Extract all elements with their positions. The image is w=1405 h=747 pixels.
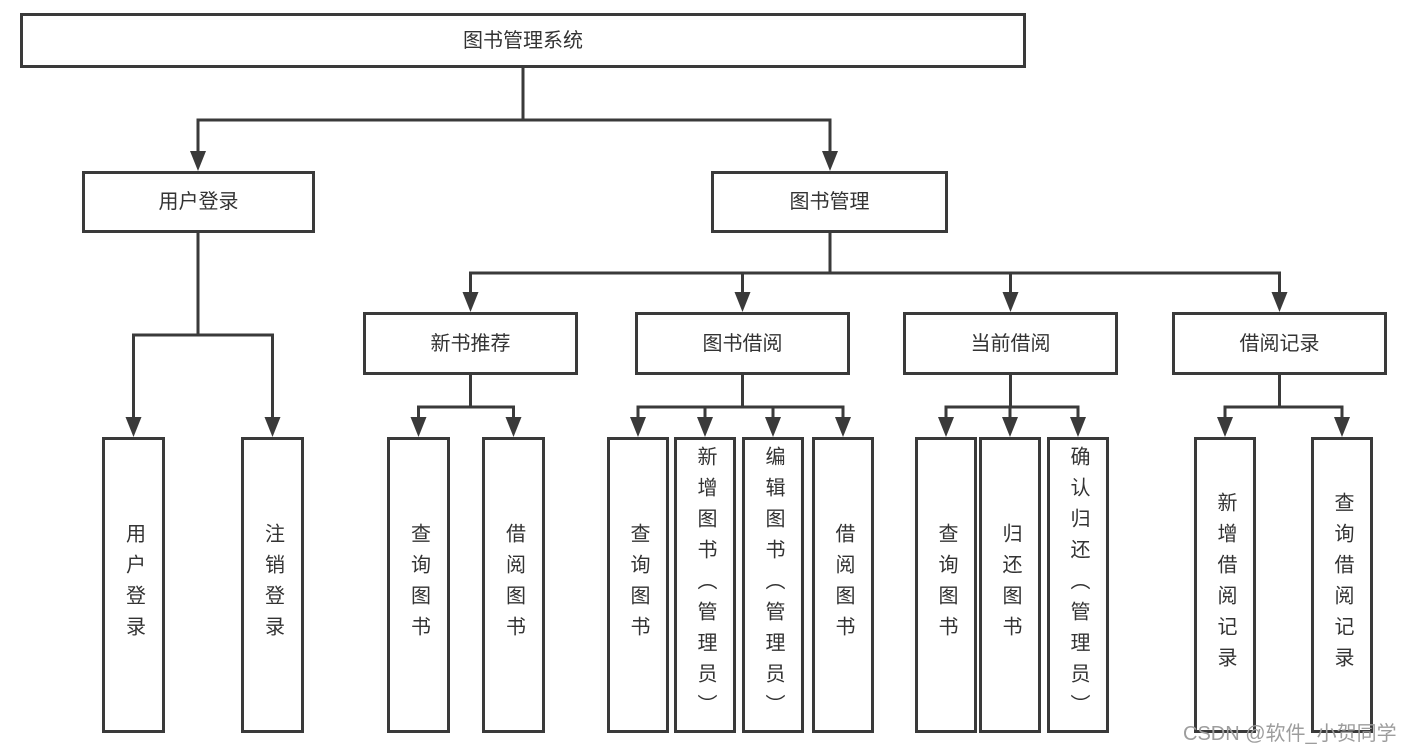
node-label: 编辑图书（管理员） xyxy=(762,445,784,725)
node-label: 查询图书 xyxy=(407,523,430,647)
node-label: 借阅图书 xyxy=(502,523,525,647)
node-leaf-user-login: 用户登录 xyxy=(102,437,165,733)
node-leaf-borrow-books: 借阅图书 xyxy=(482,437,545,733)
node-label: 借阅图书 xyxy=(832,523,854,647)
node-label: 图书管理系统 xyxy=(463,29,583,52)
node-new-book-recommend: 新书推荐 xyxy=(363,312,578,375)
node-leaf-add-borrow-record: 新增借阅记录 xyxy=(1194,437,1256,733)
node-leaf-query-books: 查询图书 xyxy=(387,437,450,733)
node-label: 归还图书 xyxy=(999,523,1021,647)
node-label: 新增借阅记录 xyxy=(1214,492,1236,678)
node-label: 用户登录 xyxy=(158,191,239,213)
node-leaf-confirm-return-admin: 确认归还（管理员） xyxy=(1047,437,1109,733)
node-book-borrowing: 图书借阅 xyxy=(635,312,850,375)
node-leaf-add-books-admin: 新增图书（管理员） xyxy=(674,437,736,733)
node-user-login: 用户登录 xyxy=(82,171,315,233)
node-label: 图书借阅 xyxy=(702,332,783,355)
node-label: 查询图书 xyxy=(935,523,957,647)
node-leaf-logout: 注销登录 xyxy=(241,437,304,733)
node-library-management-system: 图书管理系统 xyxy=(20,13,1026,68)
node-label: 查询图书 xyxy=(627,523,649,647)
node-current-borrowing: 当前借阅 xyxy=(903,312,1118,375)
node-leaf-query-books: 查询图书 xyxy=(915,437,977,733)
node-label: 新书推荐 xyxy=(430,332,511,355)
node-label: 注销登录 xyxy=(261,523,284,647)
node-leaf-borrow-books: 借阅图书 xyxy=(812,437,874,733)
node-label: 查询借阅记录 xyxy=(1331,492,1353,678)
node-label: 确认归还（管理员） xyxy=(1067,445,1089,725)
csdn-watermark: CSDN @软件_小贺同学 xyxy=(1183,723,1397,745)
node-label: 用户登录 xyxy=(122,523,145,647)
node-leaf-edit-books-admin: 编辑图书（管理员） xyxy=(742,437,804,733)
node-label: 新增图书（管理员） xyxy=(694,445,716,725)
node-label: 图书管理 xyxy=(789,191,870,213)
node-leaf-query-borrow-record: 查询借阅记录 xyxy=(1311,437,1373,733)
node-label: 借阅记录 xyxy=(1239,332,1320,355)
node-leaf-return-books: 归还图书 xyxy=(979,437,1041,733)
node-book-management: 图书管理 xyxy=(711,171,948,233)
node-label: 当前借阅 xyxy=(970,332,1051,355)
node-leaf-query-books: 查询图书 xyxy=(607,437,669,733)
node-borrowing-records: 借阅记录 xyxy=(1172,312,1387,375)
